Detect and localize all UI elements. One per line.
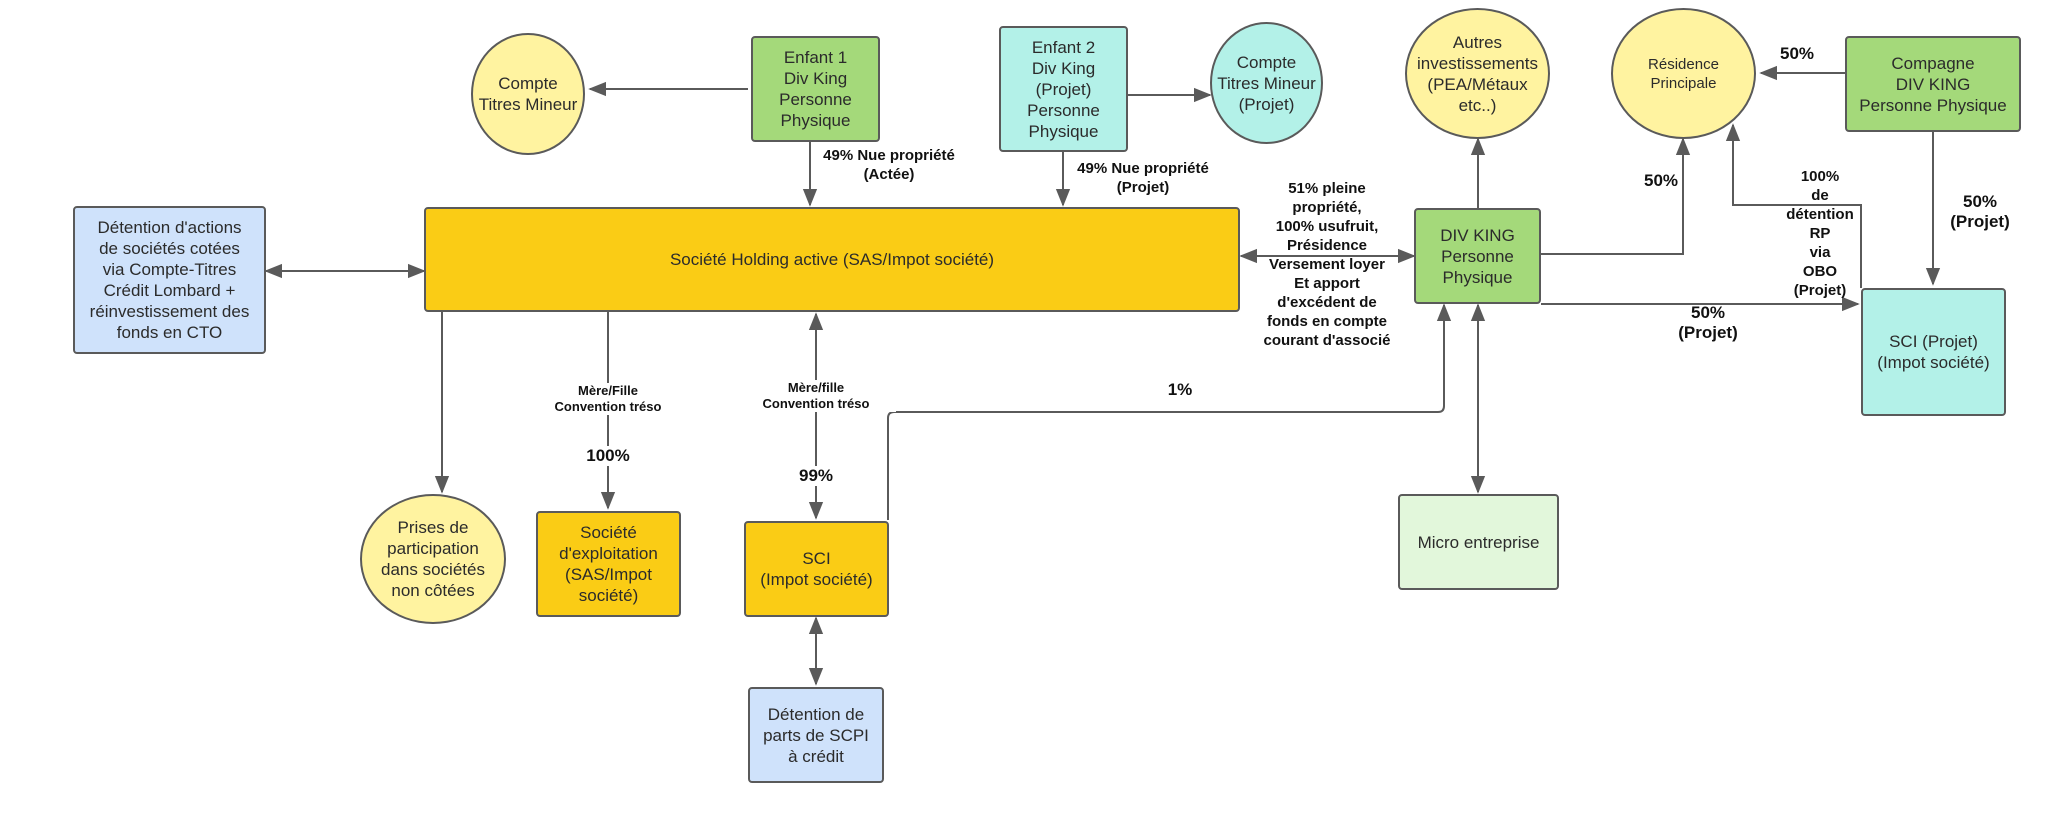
rp-detention-label: 100% de détention RP via OBO (Projet)	[1786, 168, 1854, 299]
enfant-1-share-label: 49% Nue propriété (Actée)	[823, 147, 955, 183]
prises-participation-circle: Prises de participation dans sociétés no…	[360, 494, 506, 624]
connector-div-king-residence	[1541, 137, 1691, 255]
mere-fille-convention-label-1: Mère/Fille Convention tréso	[528, 383, 688, 415]
compagne-rp-share-label: 50%	[1779, 44, 1815, 63]
sci-box: SCI (Impot société)	[744, 521, 889, 617]
div-king-box: DIV KING Personne Physique	[1414, 208, 1541, 304]
sci-div-king-share-label: 1%	[1167, 380, 1193, 399]
societe-exploitation-box: Société d'exploitation (SAS/Impot sociét…	[536, 511, 681, 617]
enfant-1-box: Enfant 1 Div King Personne Physique	[751, 36, 880, 142]
enfant-2-box: Enfant 2 Div King (Projet) Personne Phys…	[999, 26, 1128, 152]
div-king-sci-share-label: 50% (Projet)	[1678, 303, 1738, 342]
exploitation-share-label: 100%	[578, 446, 638, 466]
residence-principale-circle: Résidence Principale	[1611, 8, 1756, 139]
compte-titres-mineur-projet-circle: Compte Titres Mineur (Projet)	[1210, 22, 1323, 144]
div-king-rp-share-label: 50%	[1643, 171, 1679, 190]
div-king-holding-terms-label: 51% pleine propriété, 100% usufruit, Pré…	[1263, 180, 1391, 349]
sci-share-label: 99%	[786, 466, 846, 486]
sci-projet-box: SCI (Projet) (Impot société)	[1861, 288, 2006, 416]
detention-actions-box: Détention d'actions de sociétés cotées v…	[73, 206, 266, 354]
connector-rp-detention-residence	[1725, 123, 1862, 288]
compagne-box: Compagne DIV KING Personne Physique	[1845, 36, 2021, 132]
autres-investissements-circle: Autres investissements (PEA/Métaux etc..…	[1405, 8, 1550, 139]
detention-scpi-box: Détention de parts de SCPI à crédit	[748, 687, 884, 783]
holding-company-box: Société Holding active (SAS/Impot sociét…	[424, 207, 1240, 312]
compagne-sci-share-label: 50% (Projet)	[1950, 192, 2010, 231]
enfant-2-share-label: 49% Nue propriété (Projet)	[1077, 160, 1209, 196]
micro-entreprise-box: Micro entreprise	[1398, 494, 1559, 590]
mere-fille-convention-label-2: Mère/fille Convention tréso	[736, 380, 896, 412]
compte-titres-mineur-circle: Compte Titres Mineur	[471, 33, 585, 155]
connector-sci-div-king	[887, 303, 1452, 520]
